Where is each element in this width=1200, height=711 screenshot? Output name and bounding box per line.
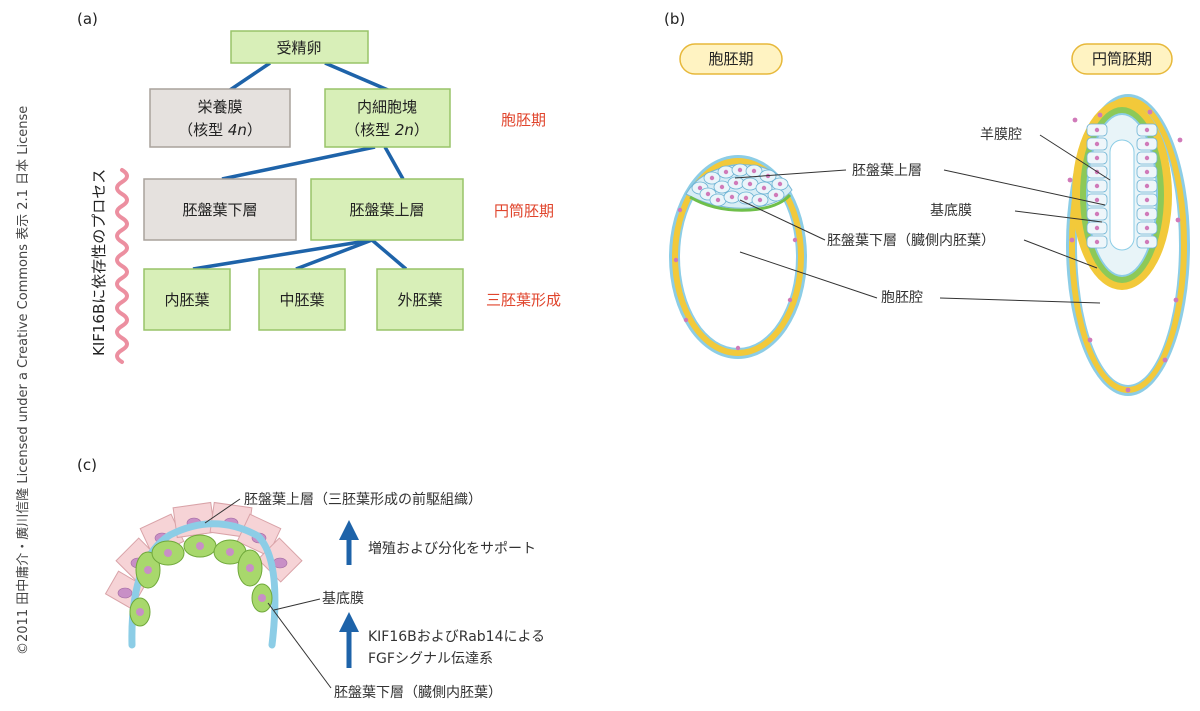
label-blastocoel: 胞胚腔: [881, 290, 923, 306]
lead-amniotic: [1039, 134, 1111, 181]
node-trophectoderm: [149, 88, 291, 148]
lead-epiblast-1: [734, 169, 847, 179]
edge-icm-epiblast: [383, 146, 405, 180]
node-hypoblast-text: 胚盤葉下層: [182, 201, 257, 219]
panel-c: (c) 胚盤葉上層（三胚葉形成の前駆組織） 増殖および分化をサポート 基底膜 K…: [77, 456, 545, 701]
node-epiblast-text: 胚盤葉上層: [349, 201, 424, 219]
epiblast-tissue-illustration: [104, 501, 303, 649]
node-trophectoderm-line1: 栄養膜: [197, 98, 242, 116]
edge-icm-hypoblast: [221, 145, 376, 181]
node-hypoblast: [143, 178, 297, 241]
stage-blastocyst: 胞胚期: [501, 111, 546, 129]
node-zygote: [230, 30, 369, 64]
node-mesoderm-text: 中胚葉: [279, 291, 324, 309]
node-icm-line2: （核型 2n）: [345, 121, 429, 139]
lead-hypoblast-2: [1023, 239, 1098, 269]
label-c-basement: 基底膜: [322, 590, 364, 607]
label-basement-b: 基底膜: [930, 202, 972, 219]
node-trophectoderm-line2: （核型 4n）: [178, 121, 262, 139]
node-epiblast: [310, 178, 464, 241]
stage-gastrulation: 三胚葉形成: [486, 291, 561, 309]
label-c-signal-1: KIF16BおよびRab14による: [368, 629, 545, 645]
label-c-signal-2: FGFシグナル伝達系: [368, 651, 493, 667]
lead-hypoblast-1: [739, 199, 826, 241]
panel-b: (b) 胞胚期 円筒胚期: [664, 10, 1190, 396]
stage-egg-cylinder: 円筒胚期: [494, 202, 554, 220]
pill-blastocyst: [679, 43, 783, 75]
node-ectoderm-text: 外胚葉: [397, 291, 442, 309]
copyright-text: ©2011 田中庸介・廣川信隆 Licensed under a Creativ…: [15, 106, 31, 655]
node-endoderm: [143, 268, 231, 331]
node-icm: [324, 88, 451, 148]
label-hypoblast-b: 胚盤葉下層（臓側内胚葉）: [827, 233, 995, 249]
panel-b-label: (b): [664, 10, 685, 28]
lead-epiblast-2: [943, 169, 1106, 206]
lead-blastocoel-2: [939, 297, 1101, 304]
edge-epiblast-mesoderm: [295, 238, 373, 271]
node-icm-line1: 内細胞塊: [357, 98, 417, 116]
lead-c-epiblast: [204, 498, 241, 524]
egg-cylinder-illustration: [1066, 94, 1190, 396]
edge-zygote-trophectoderm: [229, 61, 271, 92]
panel-a: (a) 受精卵 栄養膜 （核型 4n） 内細胞塊 （核型 2n） 胚盤葉下層 胚…: [77, 10, 561, 364]
lead-blastocoel-1: [739, 251, 878, 299]
label-c-support: 増殖および分化をサポート: [368, 540, 536, 557]
lead-c-basement: [273, 598, 321, 611]
lead-basement: [1014, 210, 1103, 223]
pill-egg-cylinder-text: 円筒胚期: [1092, 50, 1152, 68]
panel-c-label: (c): [77, 456, 97, 474]
panel-a-label: (a): [77, 10, 98, 28]
edge-zygote-icm: [324, 61, 389, 92]
wavy-line: [115, 168, 129, 364]
lead-c-hypoblast: [267, 602, 332, 689]
pill-blastocyst-text: 胞胚期: [708, 50, 753, 68]
edge-epiblast-ectoderm: [370, 238, 408, 271]
label-epiblast-b: 胚盤葉上層: [852, 163, 922, 179]
node-mesoderm: [258, 268, 346, 331]
blastocyst-illustration: [669, 155, 807, 359]
label-amniotic-cavity: 羊膜腔: [980, 127, 1022, 143]
node-endoderm-text: 内胚葉: [164, 291, 209, 309]
node-zygote-text: 受精卵: [276, 39, 321, 57]
pill-egg-cylinder: [1071, 43, 1173, 75]
edge-epiblast-endoderm: [192, 238, 373, 271]
node-ectoderm: [376, 268, 464, 331]
wavy-label: KIF16Bに依存性のプロセス: [90, 169, 108, 356]
label-c-hypoblast: 胚盤葉下層（臓側内胚葉）: [334, 685, 502, 701]
label-c-epiblast: 胚盤葉上層（三胚葉形成の前駆組織）: [244, 491, 482, 508]
